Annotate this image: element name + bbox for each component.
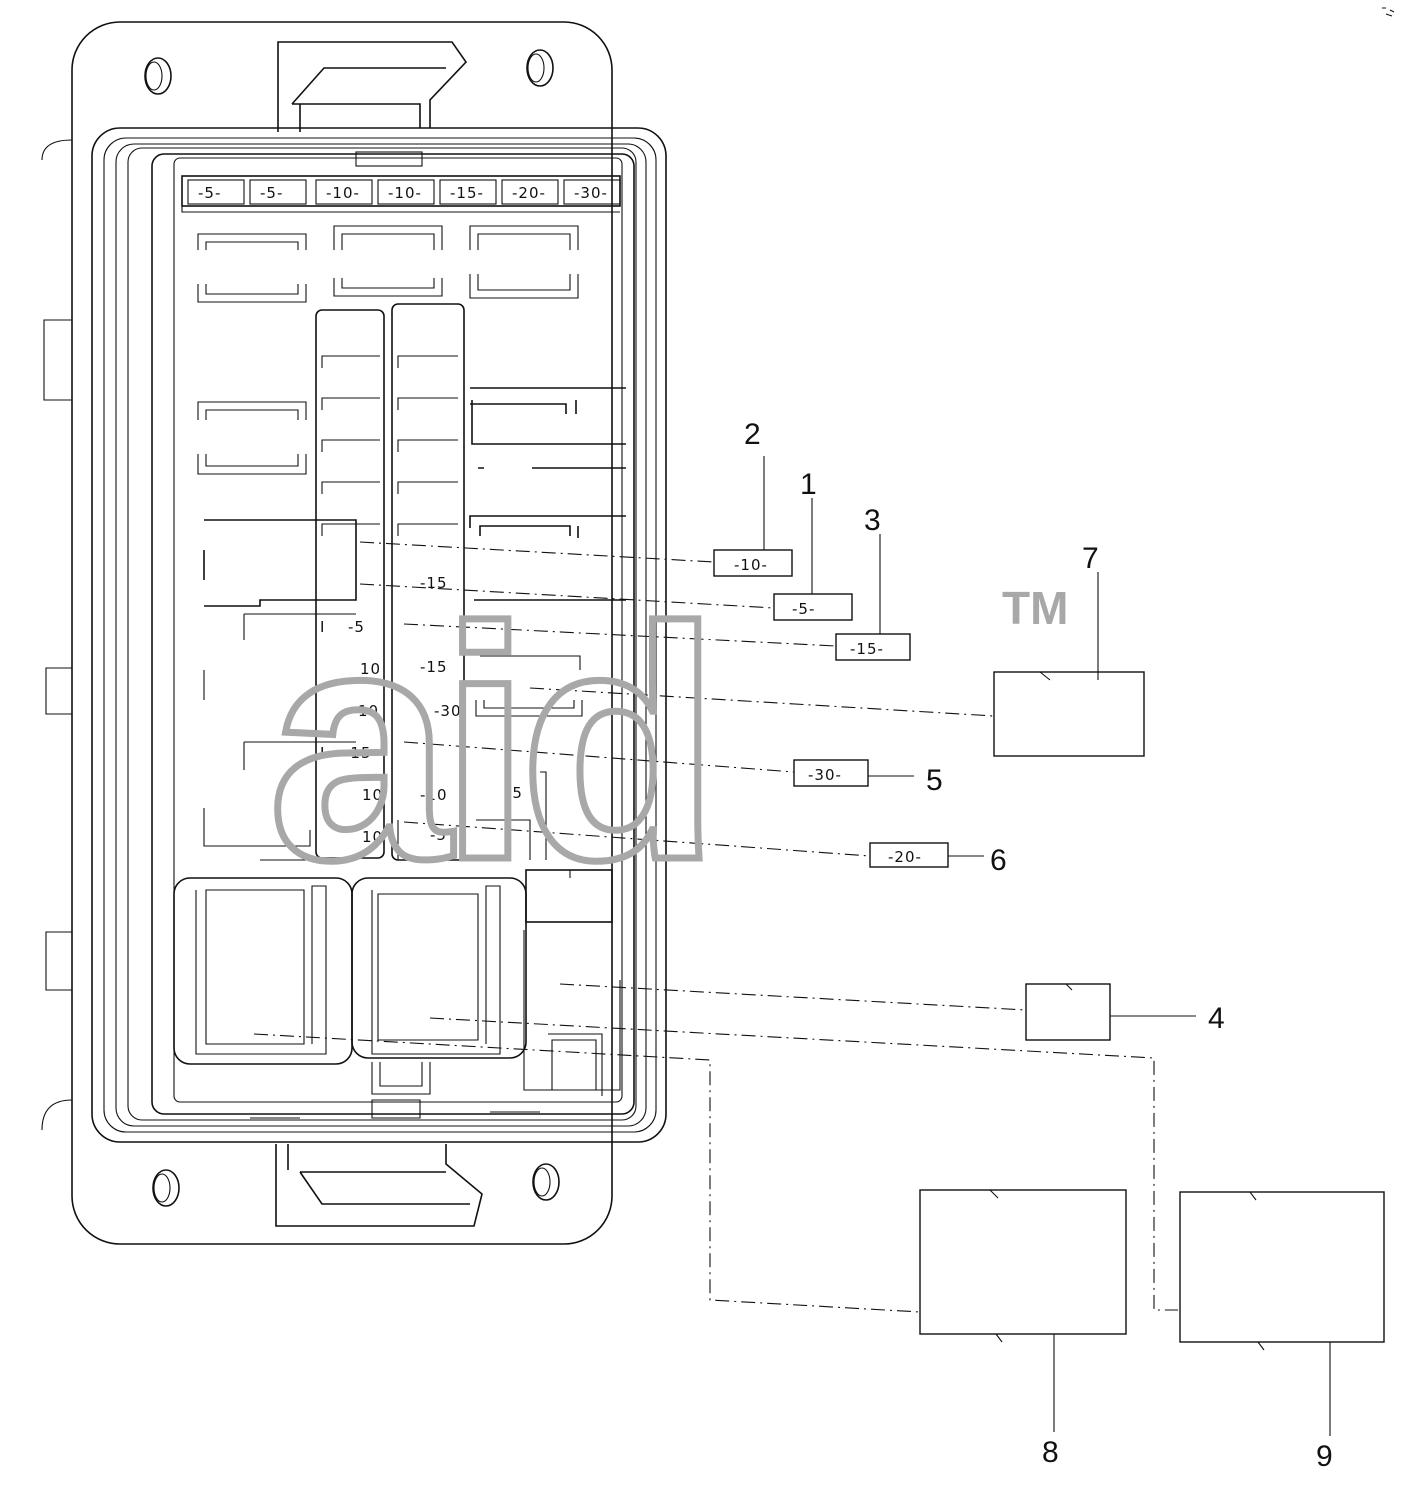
block-fuse-label: -15: [420, 658, 448, 676]
block-fuse-label: -15: [344, 744, 372, 762]
top-fuse: [377, 179, 435, 205]
watermark-text: aid: [268, 559, 709, 928]
part-3-fuse-label: -15-: [850, 640, 884, 658]
block-fuse-label: -10: [420, 786, 448, 804]
block-fuse-label: -5: [430, 826, 447, 844]
callout-1: 1: [800, 468, 817, 501]
block-side-label: 10: [362, 828, 383, 846]
corner-mark: [1382, 7, 1395, 17]
block-fuse-label: -15: [420, 574, 448, 592]
watermark: aid TM: [265, 556, 1069, 932]
callout-7: 7: [1082, 542, 1099, 575]
top-fuse: [187, 179, 245, 205]
exploded-parts: -5- -10- -15- -30- -20-: [713, 549, 1385, 1351]
callout-5: 5: [926, 764, 943, 797]
watermark-trademark: TM: [1002, 582, 1068, 634]
callout-6: 6: [990, 844, 1007, 877]
callout-9: 9: [1316, 1440, 1333, 1473]
lower-relay-sockets: [173, 869, 621, 1096]
block-side-label: 10: [362, 786, 383, 804]
top-fuse-row: -5- -5- -10- -10- -15- -20- -30-: [181, 175, 621, 213]
part-2-fuse-label: -10-: [734, 556, 768, 574]
top-fuse: [563, 179, 621, 205]
top-fuse: [439, 179, 497, 205]
callout-4: 4: [1208, 1002, 1225, 1035]
top-fuse: [249, 179, 307, 205]
leader-lines: [253, 541, 1178, 1313]
top-fuse: [315, 179, 373, 205]
part-5-fuse-label: -30-: [808, 766, 842, 784]
top-fuse-label: -10-: [326, 184, 360, 202]
top-fuse-label: -5-: [198, 184, 221, 202]
block-fuse-label: -5: [348, 618, 365, 636]
callout-8: 8: [1042, 1436, 1059, 1469]
block-fuse-label: -5: [506, 784, 523, 802]
block-side-label: I: [320, 618, 325, 636]
part-6-fuse-label: -20-: [888, 848, 922, 866]
block-side-label: 10: [360, 660, 381, 678]
fuse-box-housing: [41, 21, 667, 1245]
top-fuse: [501, 179, 559, 205]
callout-numbers: 1 2 3 4 5 6 7 8 9: [744, 418, 1333, 1473]
callout-3: 3: [864, 504, 881, 537]
part-1-fuse-label: -5-: [792, 600, 815, 618]
top-fuse-label: -10-: [388, 184, 422, 202]
block-side-label: 10: [358, 702, 379, 720]
top-fuse-label: -20-: [512, 184, 546, 202]
callout-2: 2: [744, 418, 761, 451]
block-side-label: I: [320, 744, 325, 762]
callout-lines: [763, 456, 1331, 1436]
block-fuse-label: -30: [434, 702, 462, 720]
top-fuse-label: -30-: [574, 184, 608, 202]
top-fuse-label: -5-: [260, 184, 283, 202]
top-fuse-label: -15-: [450, 184, 484, 202]
relay-clips: [197, 225, 579, 475]
